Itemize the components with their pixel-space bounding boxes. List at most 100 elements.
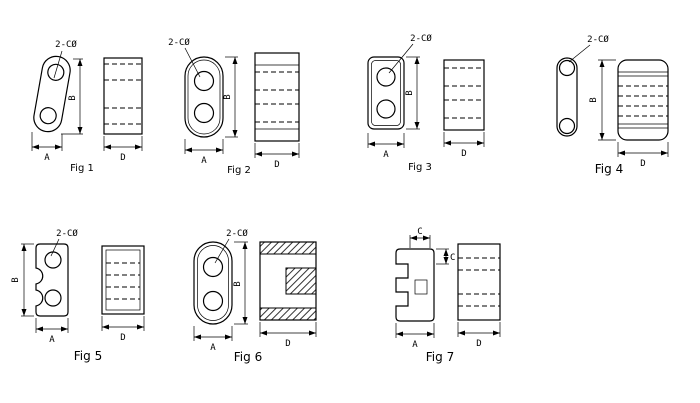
- fig3-label: Fig 3: [408, 162, 432, 173]
- fig5-dim-d: D: [101, 316, 145, 343]
- fig7-dim-d: D: [457, 322, 501, 349]
- fig5-dim-d-label: D: [120, 333, 125, 343]
- fig3-leader-line: [388, 43, 414, 74]
- fig4-dim-b: B: [589, 59, 616, 141]
- fig4-label: Fig 4: [595, 162, 623, 176]
- fig6-callout-text: 2-CØ: [226, 228, 248, 239]
- fig6-dim-b-label: B: [233, 281, 243, 286]
- fig4-side-view: [617, 59, 669, 141]
- fig5-leader-line: [50, 238, 60, 257]
- fig5-hole-bottom: [44, 289, 62, 307]
- fig3-dim-b: B: [405, 56, 420, 130]
- fig7-slot: [414, 279, 428, 295]
- fig6-body-inner: [197, 245, 229, 321]
- fig2-hole-top: [193, 70, 215, 92]
- fig5-dim-b-label: B: [11, 277, 21, 282]
- fig6-dim-b: B: [233, 241, 248, 325]
- fig3-dim-a: A: [367, 133, 405, 160]
- fig2-leader-line: [184, 47, 201, 78]
- fig1-front-view: [33, 55, 71, 133]
- fig1-dim-d-label: D: [120, 153, 125, 163]
- fig1-dim-d: D: [103, 136, 143, 163]
- fig5-label: Fig 5: [74, 349, 102, 363]
- fig2-callout-text: 2-CØ: [168, 37, 190, 48]
- fig6-dim-d: D: [259, 322, 317, 349]
- fig7-dim-a-label: A: [412, 340, 418, 350]
- fig3-hole-bottom: [376, 99, 396, 119]
- fig7-side-view: [457, 243, 501, 321]
- fig6-hole-top: [202, 256, 224, 278]
- fig2-dim-d-label: D: [274, 160, 279, 170]
- fig3-front-view: [367, 56, 405, 130]
- fig2-body-inner: [187, 59, 221, 135]
- fig2-side-view: [254, 52, 300, 142]
- fig5-dim-b: B: [11, 243, 34, 317]
- fig6-hatch-bottom: [259, 307, 317, 321]
- fig3-body: [367, 56, 405, 130]
- fig6-hole-bottom: [202, 290, 224, 312]
- fig2-dim-b-label: B: [223, 94, 233, 99]
- fig7-front-view: [395, 248, 435, 322]
- fig4-leader-line: [568, 44, 591, 63]
- fig2-dim-a: A: [184, 139, 224, 166]
- fig6-hatch-middle: [285, 267, 317, 295]
- fig4-dim-b-label: B: [589, 97, 599, 102]
- fig7-dim-c-top-label: C: [417, 227, 422, 237]
- fig7-dim-d-label: D: [476, 339, 481, 349]
- fig3-body-inner: [371, 60, 401, 126]
- fig5-hole-top: [44, 251, 62, 269]
- fig3-hole-callout: 2-CØ: [388, 33, 432, 74]
- fig6-hatch-top: [259, 241, 317, 255]
- fig4-front-view: [556, 57, 578, 137]
- fig5-front-view: [35, 243, 69, 317]
- fig6-leader-line: [214, 238, 230, 264]
- fig7-dim-a: A: [395, 323, 435, 350]
- fig6-label: Fig 6: [234, 350, 262, 364]
- fig6-dim-d-label: D: [285, 339, 290, 349]
- fig6-dim-a: A: [193, 326, 233, 353]
- fig2-dim-a-label: A: [201, 156, 207, 166]
- fig1-dim-b: B: [61, 58, 83, 135]
- figure-5: 2-CØ B A: [8, 226, 168, 368]
- fig1-body: [33, 55, 71, 133]
- fig7-label: Fig 7: [426, 350, 454, 364]
- fig7-dim-c-side: C: [436, 248, 455, 265]
- figure-7: C C A: [382, 224, 517, 372]
- fig2-front-view: [184, 56, 224, 138]
- fig5-dim-a-label: A: [49, 335, 55, 345]
- fig4-dim-d-label: D: [640, 159, 645, 169]
- fig2-dim-d: D: [254, 143, 300, 170]
- fig6-hole-callout: 2-CØ: [214, 228, 248, 264]
- fig6-body: [193, 241, 233, 325]
- fig3-dim-d-label: D: [461, 149, 466, 159]
- fig5-body: [35, 243, 69, 317]
- fig2-body: [184, 56, 224, 138]
- fig6-dim-a-label: A: [210, 343, 216, 353]
- figure-1: 2-CØ A B: [20, 28, 160, 176]
- fig6-side-view: [259, 241, 317, 321]
- fig5-callout-text: 2-CØ: [56, 228, 78, 239]
- fig2-hole-callout: 2-CØ: [168, 37, 201, 78]
- figure-3: 2-CØ A B: [350, 27, 495, 175]
- fig1-hole-callout: 2-CØ: [53, 39, 77, 79]
- fig2-label: Fig 2: [227, 165, 251, 176]
- fig1-dim-a: A: [31, 132, 63, 163]
- fig4-hole-bottom: [558, 117, 576, 135]
- fig1-dim-a-label: A: [44, 153, 50, 163]
- fig1-label: Fig 1: [70, 163, 94, 174]
- figure-2: 2-CØ A B: [163, 25, 313, 177]
- fig6-front-view: [193, 241, 233, 325]
- fig4-callout-text: 2-CØ: [587, 34, 609, 45]
- fig2-dim-b: B: [223, 56, 238, 138]
- fig1-dim-b-label: B: [68, 95, 78, 100]
- fig4-hole-callout: 2-CØ: [568, 34, 609, 63]
- figure-6: 2-CØ A B: [180, 224, 340, 372]
- fig1-hole-bottom: [39, 107, 57, 125]
- fig7-dim-c-top: C: [409, 227, 431, 248]
- fig5-dim-a: A: [35, 318, 69, 345]
- fig3-dim-a-label: A: [383, 150, 389, 160]
- fig7-dim-c-side-label: C: [450, 253, 455, 263]
- fig4-dim-d: D: [617, 142, 669, 169]
- fig4-body: [556, 57, 578, 137]
